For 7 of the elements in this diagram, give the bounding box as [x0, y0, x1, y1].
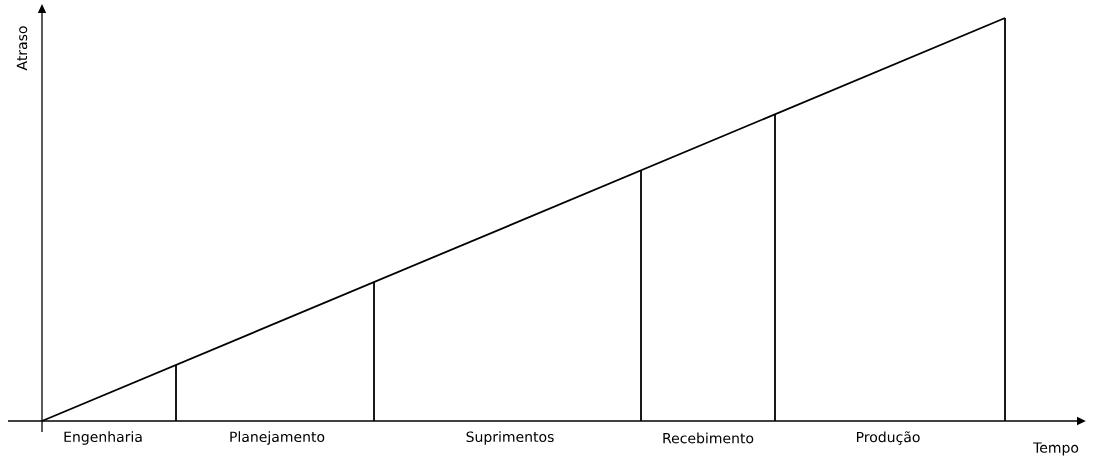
axis-label: Atraso — [16, 26, 28, 71]
phase-label: Suprimentos — [466, 431, 554, 445]
phase-label: Recebimento — [663, 432, 754, 444]
phase-label: Planejamento — [230, 431, 325, 445]
phase-label: Engenharia — [64, 431, 142, 445]
phase-label: Produção — [857, 431, 920, 445]
axis-label: Tempo — [1033, 442, 1079, 456]
